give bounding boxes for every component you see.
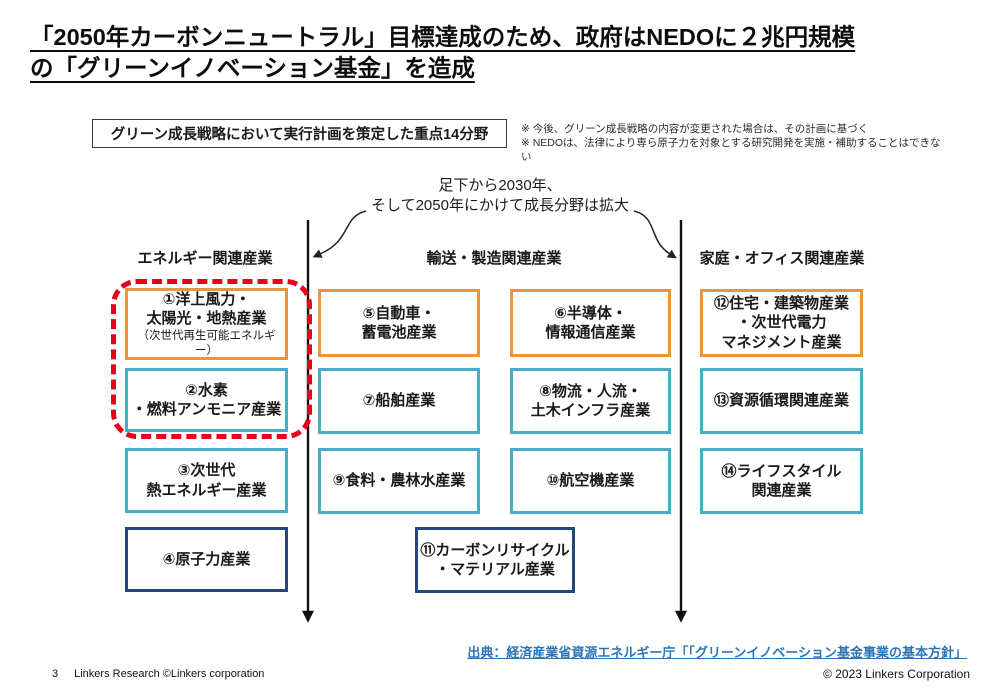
- industry-label: ③次世代 熱エネルギー産業: [146, 462, 267, 499]
- industry-label: ②水素 ・燃料アンモニア産業: [131, 381, 282, 418]
- growth-annotation: 足下から2030年、 そして2050年にかけて成長分野は拡大: [371, 177, 629, 215]
- industry-label: ⑤自動車・ 蓄電池産業: [361, 304, 437, 341]
- source-link[interactable]: 出典：経済産業省資源エネルギー庁「「グリーンイノベーション基金事業の基本方針」: [467, 645, 967, 660]
- column-header-home-office: 家庭・オフィス関連産業: [699, 250, 865, 267]
- footer-left: 3 Linkers Research ©Linkers corporation: [52, 668, 264, 680]
- industry-box-8-logistics-infrastructure: ⑧物流・人流・ 土木インフラ産業: [510, 368, 671, 434]
- industry-sublabel: （次世代再生可能エネルギー）: [137, 329, 276, 357]
- industry-label: ⑧物流・人流・ 土木インフラ産業: [530, 382, 651, 419]
- industry-label: ⑦船舶産業: [362, 392, 436, 410]
- industry-box-4-nuclear: ④原子力産業: [125, 527, 288, 592]
- industry-box-10-aircraft: ⑩航空機産業: [510, 448, 671, 514]
- footnote-line: ※ 今後、グリーン成長戦略の内容が変更された場合は、その計画に基づく: [521, 123, 869, 135]
- industry-label: ④原子力産業: [162, 550, 251, 568]
- strategy-heading-box: グリーン成長戦略において実行計画を策定した重点14分野: [92, 119, 507, 148]
- industry-box-7-shipping: ⑦船舶産業: [318, 368, 480, 434]
- industry-box-3-next-gen-thermal-energy: ③次世代 熱エネルギー産業: [125, 448, 288, 513]
- page-number: 3: [52, 668, 59, 680]
- footer-copyright: © 2023 Linkers Corporation: [823, 667, 970, 681]
- industry-box-1-offshore-wind-solar-geothermal: ①洋上風力・ 太陽光・地熱産業 （次世代再生可能エネルギー）: [125, 288, 288, 360]
- industry-box-13-resource-circulation: ⑬資源循環関連産業: [700, 368, 863, 434]
- industry-box-11-carbon-recycling-materials: ⑪カーボンリサイクル ・マテリアル産業: [415, 527, 575, 593]
- industry-box-5-automobile-battery: ⑤自動車・ 蓄電池産業: [318, 289, 480, 357]
- column-header-energy: エネルギー関連産業: [137, 250, 273, 267]
- industry-label: ①洋上風力・ 太陽光・地熱産業: [146, 290, 267, 327]
- footnote-line: ※ NEDOは、法律により専ら原子力を対象とする研究開発を実施・補助することはで…: [521, 137, 941, 164]
- strategy-heading-label: グリーン成長戦略において実行計画を策定した重点14分野: [110, 127, 489, 143]
- curve-arrow-right: [633, 210, 677, 259]
- industry-box-2-hydrogen-ammonia: ②水素 ・燃料アンモニア産業: [125, 368, 288, 432]
- industry-label: ⑪カーボンリサイクル ・マテリアル産業: [420, 541, 570, 578]
- industry-box-9-food-agriculture-fisheries: ⑨食料・農林水産業: [318, 448, 480, 514]
- footer-credit: Linkers Research ©Linkers corporation: [74, 668, 265, 680]
- page-title: 「2050年カーボンニュートラル」目標達成のため、政府はNEDOに２兆円規模 の…: [30, 24, 856, 82]
- industry-box-6-semiconductor-ict: ⑥半導体・ 情報通信産業: [510, 289, 671, 357]
- industry-box-14-lifestyle: ⑭ライフスタイル 関連産業: [700, 448, 863, 514]
- industry-label: ⑭ライフスタイル 関連産業: [721, 462, 842, 499]
- industry-label: ⑨食料・農林水産業: [332, 472, 466, 490]
- industry-label: ⑩航空機産業: [546, 472, 635, 490]
- footnotes: ※ 今後、グリーン成長戦略の内容が変更された場合は、その計画に基づく ※ NED…: [521, 122, 941, 165]
- industry-label: ⑥半導体・ 情報通信産業: [545, 304, 636, 341]
- industry-box-12-housing-power-management: ⑫住宅・建築物産業 ・次世代電力 マネジメント産業: [700, 289, 863, 357]
- column-header-transport-manufacturing: 輸送・製造関連産業: [426, 250, 562, 267]
- industry-label: ⑫住宅・建築物産業 ・次世代電力 マネジメント産業: [713, 295, 849, 351]
- curve-arrow-left: [312, 210, 367, 258]
- industry-label: ⑬資源循環関連産業: [713, 392, 849, 410]
